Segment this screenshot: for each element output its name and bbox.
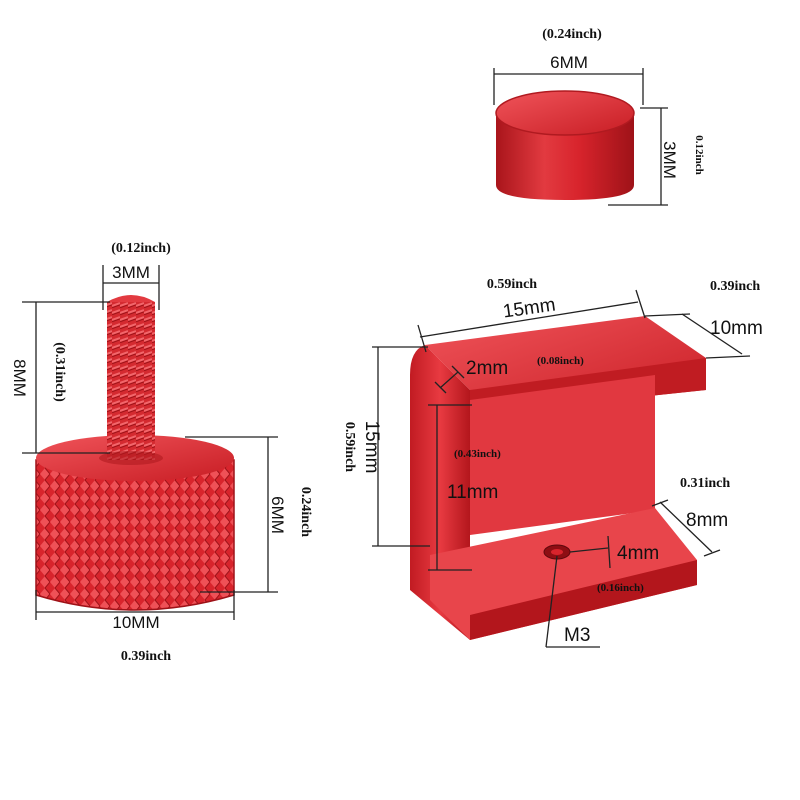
bracket-thread-spec: M3 xyxy=(564,625,590,646)
bracket-thread-spec-callout: M3 xyxy=(545,555,600,648)
cap-height-mm: 3MM xyxy=(660,141,679,179)
bracket-height-dimension: 15mm 0.59inch xyxy=(342,346,430,547)
cap-diameter-dimension: 6MM (0.24inch) xyxy=(493,27,644,105)
bracket-height-inch: 0.59inch xyxy=(342,422,357,472)
screw-thread-diameter-inch: (0.12inch) xyxy=(111,241,171,256)
bracket-thickness-dimension: 2mm (0.08inch) xyxy=(434,355,584,394)
bracket-width-inch: 0.59inch xyxy=(487,277,537,292)
bracket-hole-offset-dimension: 4mm (0.16inch) xyxy=(569,535,659,594)
bracket-bottom-depth-mm: 8mm xyxy=(686,510,728,531)
bracket-top-depth-dimension: 10mm 0.39inch xyxy=(644,279,763,359)
bracket-width-mm: 15mm xyxy=(502,294,557,322)
screw-thread-diameter-mm: 3MM xyxy=(112,263,150,282)
cap-part xyxy=(495,90,635,200)
cap-diameter-inch: (0.24inch) xyxy=(542,27,602,42)
bracket-hole-offset-inch: (0.16inch) xyxy=(597,582,644,594)
cap-top xyxy=(496,91,634,135)
screw-thread-length-dimension: 8MM (0.31inch) xyxy=(10,301,110,454)
screw-head-height-inch: 0.24inch xyxy=(298,487,313,537)
bracket-inner-height-mm: 11mm xyxy=(447,482,498,503)
screw-thread-length-inch: (0.31inch) xyxy=(52,342,67,402)
cap-height-inch: 0.12inch xyxy=(693,135,705,174)
screw-thread-diameter-dimension: 3MM (0.12inch) xyxy=(102,241,171,310)
bracket-thickness-inch: (0.08inch) xyxy=(537,355,584,367)
bracket-bottom-plate xyxy=(430,508,697,640)
cap-height-dimension: 3MM 0.12inch xyxy=(608,107,705,206)
cap-side xyxy=(496,115,634,200)
bracket-inner-height-dimension: (0.43inch) 11mm xyxy=(428,404,501,571)
bracket-part xyxy=(410,316,706,640)
screw-head-diameter-inch: 0.39inch xyxy=(121,649,171,664)
screw-head-diameter-dimension: 10MM 0.39inch xyxy=(35,590,235,664)
bracket-thickness-mm: 2mm xyxy=(466,358,508,379)
bracket-top-depth-mm: 10mm xyxy=(710,318,763,339)
bracket-top-depth-inch: 0.39inch xyxy=(710,279,760,294)
bracket-hole-offset-mm: 4mm xyxy=(617,543,659,564)
screw-head-height-dimension: 6MM 0.24inch xyxy=(185,436,313,593)
bracket-bottom-depth-dimension: 8mm 0.31inch xyxy=(651,476,730,557)
screw-thread-length-mm: 8MM xyxy=(10,359,29,397)
bracket-bottom-depth-inch: 0.31inch xyxy=(680,476,730,491)
screw-head-diameter-mm: 10MM xyxy=(112,613,159,632)
thumb-screw-part xyxy=(35,295,235,611)
bracket-height-mm: 15mm xyxy=(361,421,382,474)
screw-head-height-mm: 6MM xyxy=(268,496,287,534)
cap-diameter-mm: 6MM xyxy=(550,53,588,72)
screw-knurled-head xyxy=(36,460,234,610)
bracket-inner-height-inch: (0.43inch) xyxy=(454,448,501,460)
